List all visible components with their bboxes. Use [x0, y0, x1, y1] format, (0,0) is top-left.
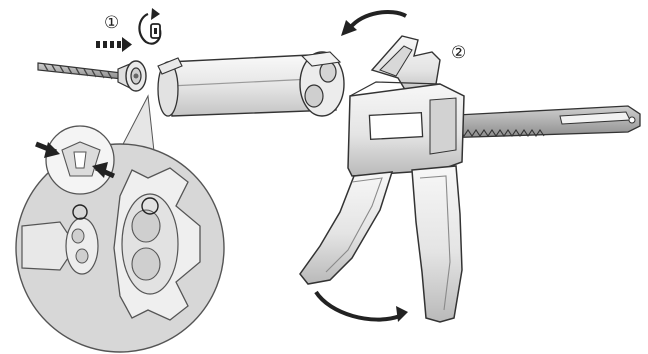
- dispensing-gun: [300, 36, 640, 322]
- swing-arrow-top-icon: [341, 12, 406, 36]
- dual-cartridge: [158, 52, 344, 116]
- push-arrow-icon: [96, 37, 132, 52]
- detail-magnifier: [16, 144, 224, 352]
- swing-arrow-bottom-icon: [316, 292, 408, 322]
- mixing-nozzle: [38, 61, 146, 91]
- notch-detail: [46, 126, 114, 194]
- step-2-label: ②: [451, 43, 466, 63]
- step-1-label: ①: [104, 13, 119, 33]
- rotate-arrow-icon: [139, 8, 160, 44]
